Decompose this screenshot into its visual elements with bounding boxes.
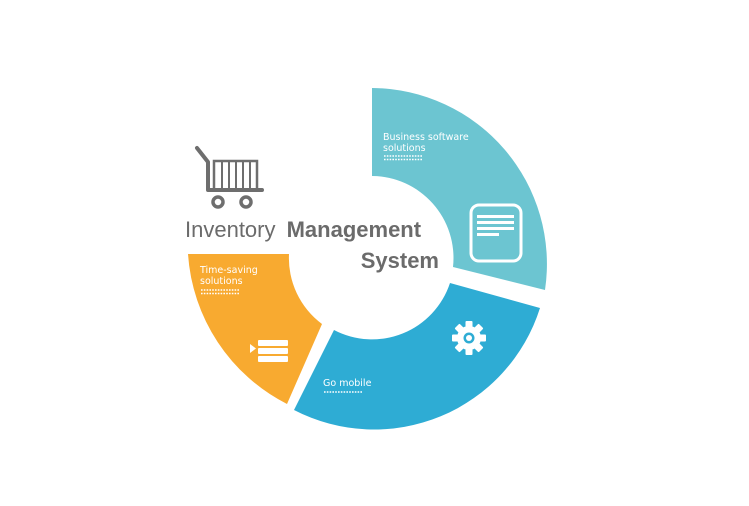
title-line1: Inventory Management (185, 217, 422, 242)
gear-icon (452, 321, 486, 355)
title-system: System (361, 248, 439, 273)
document-icon (469, 203, 523, 263)
segment-business-software-label-line2: solutions (383, 143, 426, 154)
segment-go-mobile: Go mobile (294, 283, 540, 430)
segment-go-mobile-arc (294, 283, 540, 430)
title-inventory: Inventory (185, 217, 276, 242)
shopping-cart-icon (195, 146, 264, 209)
segment-business-software-label-line1: Business software (383, 132, 469, 143)
diagram-title: Inventory Management System (185, 217, 439, 273)
segment-time-saving-arc (188, 254, 322, 404)
segment-time-saving-label-line2: solutions (200, 276, 243, 287)
segment-go-mobile-label: Go mobile (323, 378, 372, 389)
segment-business-software-arc (372, 88, 547, 290)
segment-time-saving-label-line1: Time-saving (199, 265, 258, 276)
segment-business-software: Business software solutions (372, 88, 547, 290)
title-management: Management (287, 217, 422, 242)
list-icon (250, 340, 288, 362)
segment-time-saving: Time-saving solutions (188, 254, 322, 404)
